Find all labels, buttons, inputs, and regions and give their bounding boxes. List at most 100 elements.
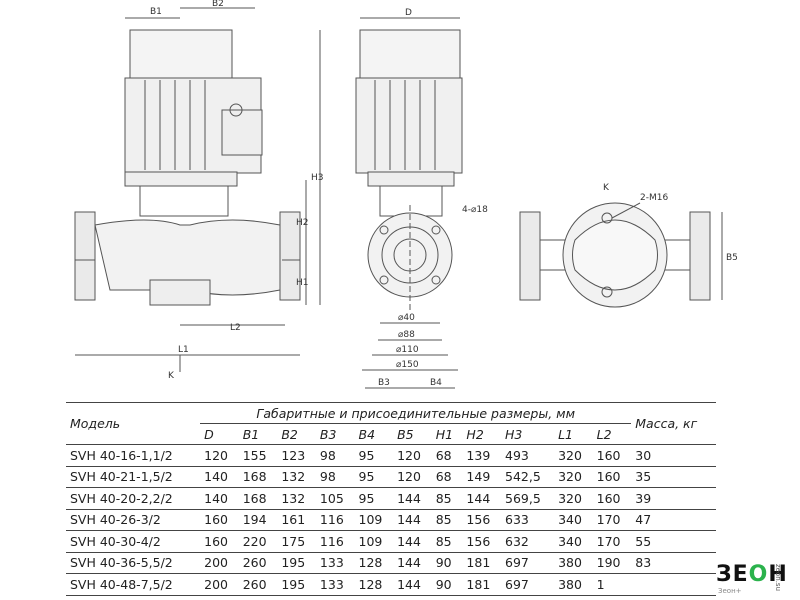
value-cell: 160 <box>592 487 632 510</box>
value-cell: 95 <box>354 444 394 467</box>
value-cell: 320 <box>554 444 593 467</box>
column-header-h3: H3 <box>501 423 555 445</box>
value-cell: 90 <box>431 552 463 574</box>
column-header-b4: B4 <box>354 423 394 445</box>
value-cell: 160 <box>200 509 239 531</box>
value-cell: 120 <box>393 444 432 467</box>
value-cell: 95 <box>354 466 394 488</box>
value-cell: 170 <box>592 509 632 531</box>
dim-b2: B2 <box>212 0 224 9</box>
dim-thread: 2-M16 <box>640 193 668 203</box>
value-cell: 83 <box>631 552 716 574</box>
value-cell: 195 <box>277 552 316 574</box>
front-motor-fan-cover <box>359 29 461 79</box>
logo-subtitle: Зеон+ <box>718 587 742 595</box>
value-cell: 116 <box>315 509 355 531</box>
value-cell: 139 <box>462 444 502 467</box>
value-cell: 98 <box>315 444 355 467</box>
dim-h3: H3 <box>311 173 324 183</box>
value-cell: 144 <box>462 487 502 510</box>
value-cell: 320 <box>554 487 593 510</box>
value-cell: 144 <box>393 487 432 510</box>
table-header-row: Модель Габаритные и присоединительные ра… <box>66 402 716 445</box>
column-header-h2: H2 <box>462 423 502 445</box>
value-cell: 170 <box>592 530 632 553</box>
pump-technical-drawing: B1 B2 H3 H2 H1 L2 L1 K D 4-⌀18 ⌀40 ⌀88 ⌀… <box>74 0 738 389</box>
value-cell: 160 <box>200 530 239 553</box>
value-cell: 194 <box>238 509 278 531</box>
value-cell: 120 <box>200 444 239 467</box>
value-cell: 109 <box>354 509 394 531</box>
value-cell: 90 <box>431 573 463 596</box>
dim-b4: B4 <box>430 378 442 388</box>
value-cell: 144 <box>393 509 432 531</box>
value-cell: 132 <box>277 466 316 488</box>
value-cell: 160 <box>592 444 632 467</box>
value-cell: 123 <box>277 444 316 467</box>
value-cell: 39 <box>631 487 716 510</box>
dim-d150: ⌀150 <box>396 360 419 370</box>
dim-b1: B1 <box>150 7 162 17</box>
value-cell: 156 <box>462 509 502 531</box>
value-cell: 105 <box>315 487 355 510</box>
value-cell: 30 <box>631 444 716 467</box>
model-cell: SVH 40-26-3/2 <box>66 509 201 531</box>
dimensions-group-header: Габаритные и присоединительные размеры, … <box>200 402 632 424</box>
side-motor-flange <box>124 171 238 187</box>
side-inlet-flange <box>74 211 96 301</box>
model-cell: SVH 40-21-1,5/2 <box>66 466 201 488</box>
side-pump-body <box>94 219 281 296</box>
side-outlet-flange <box>279 211 301 301</box>
value-cell <box>631 573 716 596</box>
value-cell: 697 <box>501 573 555 596</box>
column-header-l1: L1 <box>554 423 593 445</box>
value-cell: 320 <box>554 466 593 488</box>
value-cell: 98 <box>315 466 355 488</box>
value-cell: 144 <box>393 530 432 553</box>
value-cell: 181 <box>462 573 502 596</box>
value-cell: 156 <box>462 530 502 553</box>
value-cell: 68 <box>431 444 463 467</box>
dim-l1: L1 <box>178 345 189 355</box>
column-header-b2: B2 <box>277 423 316 445</box>
label-k-top: K <box>603 183 610 193</box>
dim-b5: B5 <box>726 253 738 263</box>
value-cell: 168 <box>238 487 278 510</box>
value-cell: 160 <box>592 466 632 488</box>
dim-d: D <box>405 8 412 18</box>
dim-bolt-holes: 4-⌀18 <box>462 205 488 215</box>
value-cell: 85 <box>431 530 463 553</box>
dimensions-table: Модель Габаритные и присоединительные ра… <box>66 402 716 596</box>
value-cell: 133 <box>315 552 355 574</box>
model-cell: SVH 40-16-1,1/2 <box>66 444 201 467</box>
value-cell: 140 <box>200 466 239 488</box>
model-cell: SVH 40-36-5,5/2 <box>66 552 201 574</box>
value-cell: 140 <box>200 487 239 510</box>
column-header-d: D <box>200 423 239 445</box>
dim-l2: L2 <box>230 323 241 333</box>
brand-logo: ЗЕОН Зеон+ zeon.su <box>716 562 796 596</box>
value-cell: 55 <box>631 530 716 553</box>
dim-d110: ⌀110 <box>396 345 419 355</box>
value-cell: 144 <box>393 573 432 596</box>
value-cell: 340 <box>554 530 593 553</box>
front-motor-body <box>355 77 463 174</box>
value-cell: 340 <box>554 509 593 531</box>
value-cell: 116 <box>315 530 355 553</box>
mass-column-header: Масса, кг <box>631 402 716 445</box>
column-header-b1: B1 <box>238 423 278 445</box>
logo-domain: zeon.su <box>774 564 782 592</box>
column-header-l2: L2 <box>592 423 632 445</box>
value-cell: 380 <box>554 552 593 574</box>
value-cell: 569,5 <box>501 487 555 510</box>
value-cell: 632 <box>501 530 555 553</box>
column-header-b5: B5 <box>393 423 432 445</box>
value-cell: 85 <box>431 509 463 531</box>
top-outlet-flange <box>689 211 711 301</box>
value-cell: 128 <box>354 573 394 596</box>
